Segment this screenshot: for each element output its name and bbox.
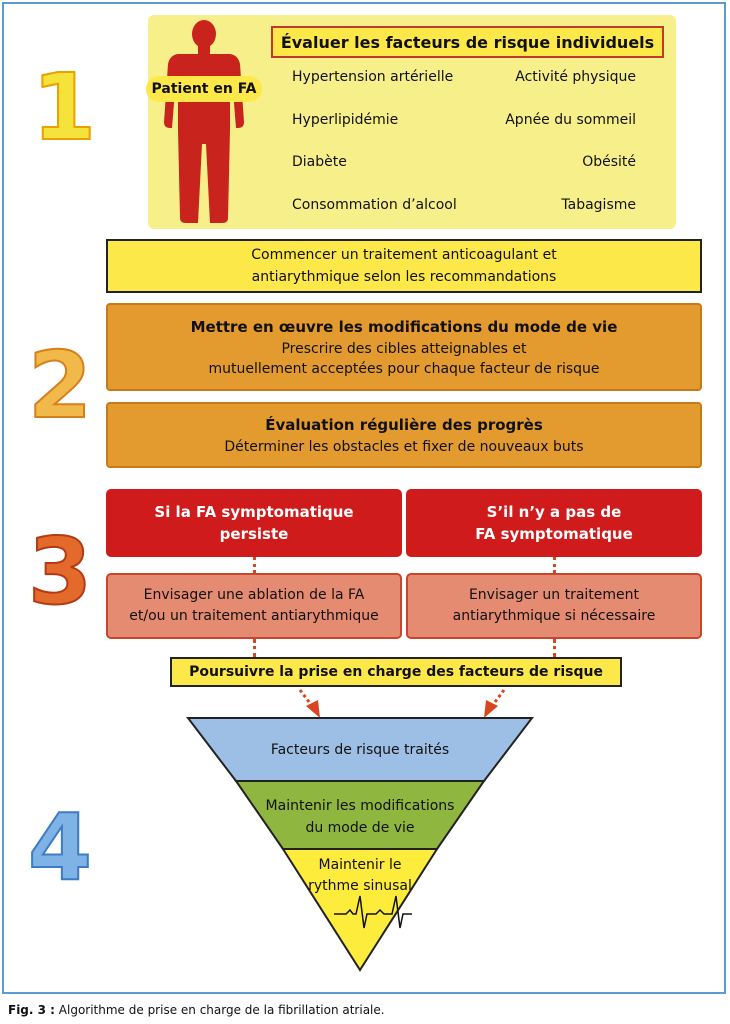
risk-title: Évaluer les facteurs de risque individue… — [271, 26, 664, 58]
lifestyle-box: Mettre en œuvre les modifications du mod… — [106, 303, 702, 391]
lifestyle-line-1: Prescrire des cibles atteignables et — [281, 341, 527, 357]
human-body-icon — [164, 20, 244, 223]
pyramid-level2-line1: Maintenir les modifications — [266, 798, 455, 814]
pyramid-level3-line1: Maintenir le — [319, 857, 402, 873]
arrow-down-icon — [484, 689, 506, 718]
step-number-2: 2 — [27, 332, 93, 439]
risk-factor-alcohol: Consommation d’alcool — [292, 197, 457, 213]
antiarrhythmic-line-2: antiarythmique si nécessaire — [452, 608, 656, 624]
ecg-trace-icon — [334, 895, 412, 929]
connector-right-lower — [553, 639, 556, 657]
risk-factor-sleep-apnea: Apnée du sommeil — [505, 112, 636, 128]
pyramid-level2-line2: du mode de vie — [305, 820, 414, 836]
treatment-line-1: Commencer un traitement anticoagulant et — [251, 247, 557, 263]
progress-line-1: Déterminer les obstacles et fixer de nou… — [224, 439, 584, 455]
risk-factor-hyperlipidemia: Hyperlipidémie — [292, 112, 399, 128]
continue-management-box: Poursuivre la prise en charge des facteu… — [170, 657, 622, 687]
pyramid-level-sinus-rhythm — [281, 848, 439, 972]
step-number-3: 3 — [27, 518, 93, 625]
treatment-box: Commencer un traitement anticoagulant et… — [106, 239, 702, 293]
antiarrhythmic-line-1: Envisager un traitement — [468, 587, 640, 603]
ablation-box: Envisager une ablation de la FA et/ou un… — [106, 573, 402, 639]
treatment-line-2: antiarythmique selon les recommandations — [251, 269, 557, 285]
ablation-line-1: Envisager une ablation de la FA — [143, 587, 365, 603]
risk-factor-obesity: Obésité — [582, 154, 636, 170]
caption-label: Fig. 3 : — [8, 1003, 55, 1017]
outcome-pyramid: Facteurs de risque traités Maintenir les… — [186, 717, 534, 972]
figure-frame — [2, 2, 726, 994]
symptomatic-line-1: Si la FA symptomatique — [154, 503, 354, 521]
caption-text: Algorithme de prise en charge de la fibr… — [54, 1003, 385, 1017]
risk-factor-physical-activity: Activité physique — [515, 69, 636, 85]
asymptomatic-line-1: S’il n’y a pas de — [486, 503, 622, 521]
ablation-line-2: et/ou un traitement antiarythmique — [129, 608, 379, 624]
asymptomatic-line-2: FA symptomatique — [475, 525, 633, 543]
risk-factor-hypertension: Hypertension artérielle — [292, 69, 454, 85]
step-number-4: 4 — [27, 794, 93, 901]
arrow-down-icon — [298, 689, 320, 718]
connector-right-upper — [553, 557, 556, 573]
step-number-1: 1 — [31, 54, 97, 161]
antiarrhythmic-box: Envisager un traitement antiarythmique s… — [406, 573, 702, 639]
no-symptomatic-af-box: S’il n’y a pas de FA symptomatique — [406, 489, 702, 557]
patient-label: Patient en FA — [146, 76, 262, 102]
progress-box: Évaluation régulière des progrès Détermi… — [106, 402, 702, 468]
risk-factor-diabetes: Diabète — [292, 154, 347, 170]
risk-factor-smoking: Tabagisme — [561, 197, 636, 213]
lifestyle-title: Mettre en œuvre les modifications du mod… — [190, 318, 618, 336]
connector-left-lower — [253, 639, 256, 657]
lifestyle-line-2: mutuellement acceptées pour chaque facte… — [208, 361, 600, 377]
connector-left-upper — [253, 557, 256, 573]
progress-title: Évaluation régulière des progrès — [265, 416, 543, 434]
figure-caption: Fig. 3 : Algorithme de prise en charge d… — [8, 1003, 385, 1017]
symptomatic-line-2: persiste — [219, 525, 289, 543]
pyramid-level1-text: Facteurs de risque traités — [271, 742, 449, 758]
symptomatic-af-box: Si la FA symptomatique persiste — [106, 489, 402, 557]
pyramid-level-lifestyle — [234, 780, 486, 850]
pyramid-level3-line2: rythme sinusal — [308, 878, 412, 894]
